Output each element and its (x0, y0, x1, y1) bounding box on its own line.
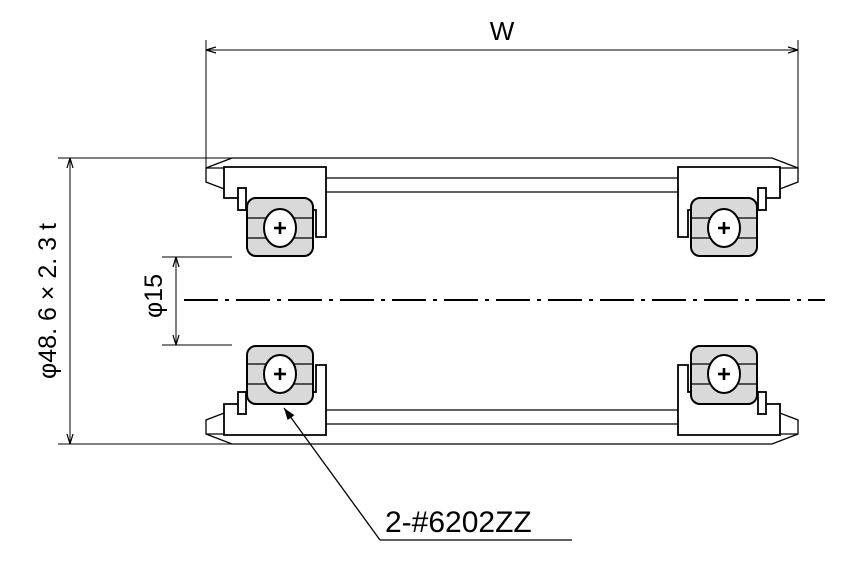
bearing-top-right (690, 197, 758, 257)
bearing-bottom-right (690, 345, 758, 405)
bearing-callout: 2-#6202ZZ (283, 407, 572, 541)
outer-diameter-dimension: φ48. 6 × 2. 3 t (34, 157, 232, 445)
shaft-diameter-dimension: φ15 (140, 256, 232, 346)
bearing-callout-label: 2-#6202ZZ (385, 506, 532, 539)
bearing-top-left (246, 197, 314, 257)
shaft-diameter-label: φ15 (140, 274, 168, 318)
bearing-bottom-left (246, 345, 314, 405)
width-dimension: W (205, 16, 799, 168)
width-label: W (490, 16, 515, 46)
callout-leader-line (283, 407, 381, 541)
outer-diameter-label: φ48. 6 × 2. 3 t (34, 223, 62, 379)
